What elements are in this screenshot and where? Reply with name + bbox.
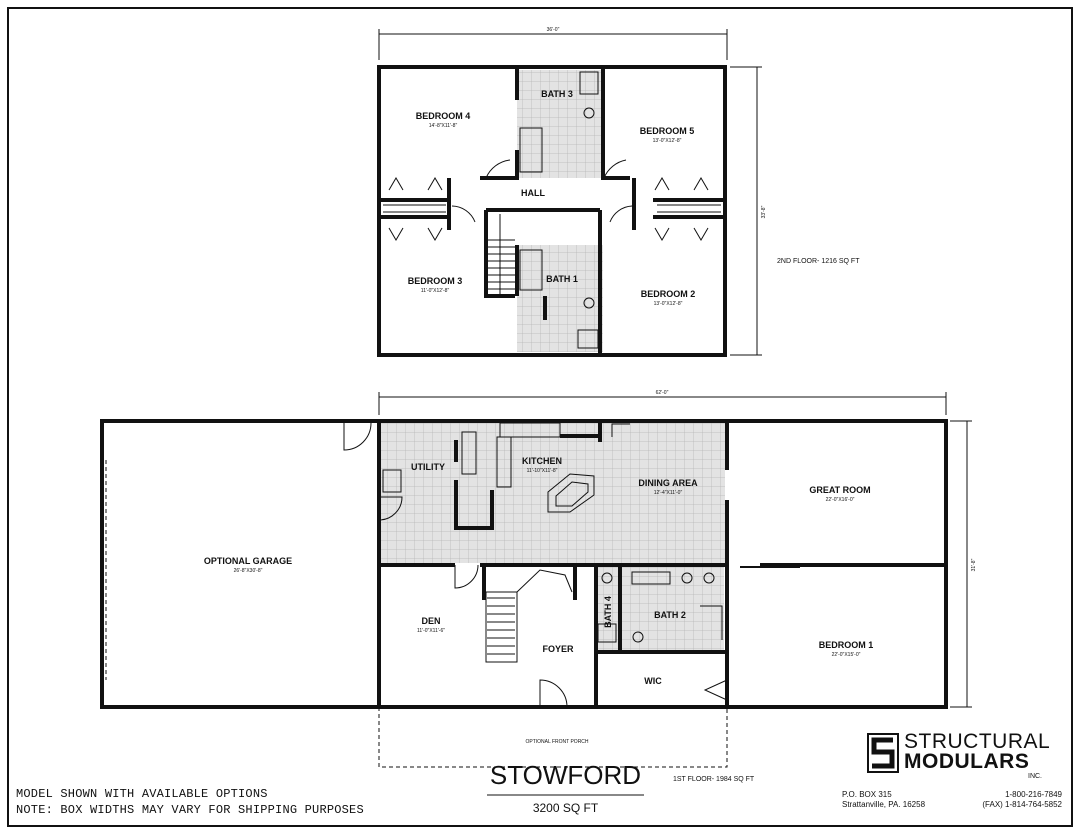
note-model-shown: MODEL SHOWN WITH AVAILABLE OPTIONS — [16, 787, 268, 801]
garage-label: OPTIONAL GARAGE — [204, 556, 292, 566]
great-room-dims: 22'-0"X16'-0" — [826, 497, 855, 503]
bedroom-1-label: BEDROOM 1 — [819, 640, 874, 650]
kitchen-label: KITCHEN — [522, 456, 562, 466]
plan-total-area: 3200 SQ FT — [532, 801, 599, 815]
first-floor-plan: OPTIONAL GARAGE 26'-8"X30'-8" UTILITY KI… — [100, 390, 977, 783]
bedroom-3-label: BEDROOM 3 — [408, 276, 463, 286]
bedroom-4-label: BEDROOM 4 — [416, 111, 471, 121]
bedroom-5-dims: 13'-0"X12'-8" — [653, 138, 682, 144]
garage-dims: 26'-8"X30'-8" — [234, 568, 263, 574]
second-floor-width: 36'-0" — [547, 27, 560, 33]
second-floor-area: 2ND FLOOR- 1216 SQ FT — [777, 258, 860, 265]
bedroom-2-label: BEDROOM 2 — [641, 289, 696, 299]
company-po-box: P.O. BOX 315 — [842, 790, 892, 799]
bath-3-label: BATH 3 — [541, 89, 573, 99]
bedroom-1-dims: 22'-0"X15'-0" — [832, 652, 861, 658]
second-floor-plan: BEDROOM 4 14'-8"X11'-8" BATH 3 BEDROOM 5… — [377, 27, 860, 357]
great-room-label: GREAT ROOM — [809, 485, 870, 495]
bath-4-label: BATH 4 — [603, 596, 613, 628]
bedroom-4-dims: 14'-8"X11'-8" — [429, 123, 458, 129]
bath-1-label: BATH 1 — [546, 274, 578, 284]
company-city: Strattanville, PA. 16258 — [842, 800, 926, 809]
wic-label: WIC — [644, 676, 662, 686]
company-suffix: INC. — [1028, 773, 1042, 780]
company-name-line1: STRUCTURAL — [904, 730, 1051, 753]
den-label: DEN — [421, 616, 440, 626]
company-logo-mark — [867, 733, 899, 773]
company-phone: 1-800-216-7849 — [1005, 790, 1062, 799]
front-porch-label: OPTIONAL FRONT PORCH — [525, 739, 588, 745]
foyer-label: FOYER — [542, 644, 574, 654]
utility-label: UTILITY — [411, 462, 445, 472]
plan-name: STOWFORD — [489, 760, 642, 790]
first-floor-area: 1ST FLOOR- 1984 SQ FT — [673, 776, 755, 783]
second-floor-depth: 33'-8" — [761, 205, 767, 218]
hall-label: HALL — [521, 188, 545, 198]
dining-area-label: DINING AREA — [638, 478, 698, 488]
first-floor-width: 62'-0" — [656, 390, 669, 396]
bath-2-label: BATH 2 — [654, 610, 686, 620]
company-fax: (FAX) 1-814-764-5852 — [982, 800, 1062, 809]
note-box-widths: NOTE: BOX WIDTHS MAY VARY FOR SHIPPING P… — [16, 803, 364, 817]
den-dims: 11'-0"X11'-6" — [417, 628, 445, 634]
bedroom-3-dims: 11'-0"X12'-8" — [421, 288, 450, 294]
kitchen-dims: 11'-10"X11'-8" — [527, 468, 558, 474]
first-floor-depth: 31'-8" — [971, 558, 977, 571]
sheet-border — [7, 7, 1073, 827]
bedroom-5-label: BEDROOM 5 — [640, 126, 695, 136]
dining-area-dims: 12'-4"X11'-0" — [654, 490, 683, 496]
bedroom-2-dims: 13'-0"X12'-8" — [654, 301, 683, 307]
company-name-line2: MODULARS — [904, 750, 1030, 773]
